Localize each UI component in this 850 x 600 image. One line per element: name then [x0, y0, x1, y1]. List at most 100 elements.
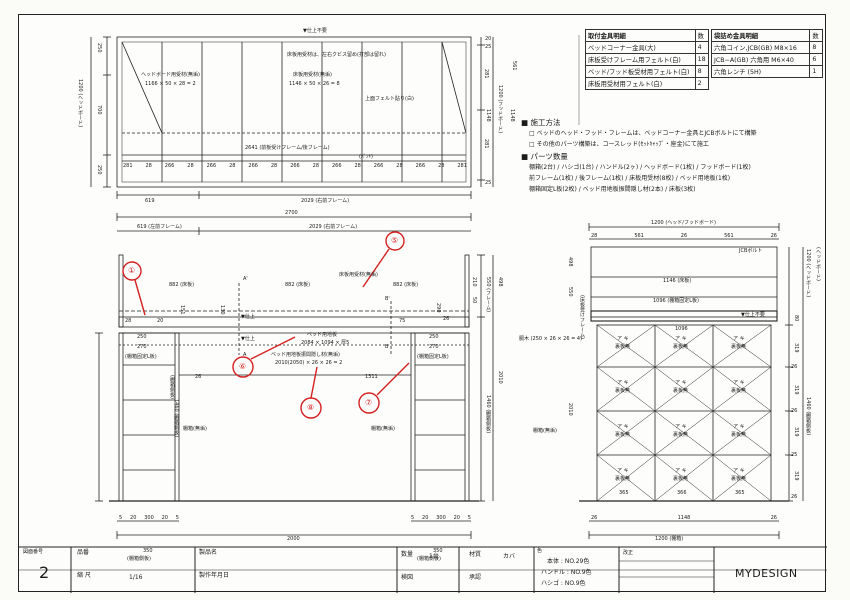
date-label: 製作年月日	[199, 572, 230, 579]
color-line: 本体 : NO.29色	[547, 558, 590, 565]
cell-label: ア キ	[617, 380, 629, 386]
parts-table-title: 取付金具明細	[585, 29, 696, 42]
dim: 2000	[287, 536, 300, 542]
side-top-dim: 1200 (ヘッド/フッドボード)	[651, 220, 716, 226]
span-dim: 882 (床板)	[169, 282, 195, 288]
top-view-outline	[116, 36, 472, 188]
side-right-dim: 1200 (フッドボード)	[497, 85, 503, 134]
shelf-left-label: 棚箱(無垢)	[183, 426, 207, 432]
parts-line: 前フレーム(1枚) / 後フレーム(1枚) / 床板用受材(8枚) / ベッド用…	[529, 175, 731, 182]
drawing-sheet: 取付金具明細数 ベッドコーナー金具(大)4 床板受けフレーム用フェルト(白)18…	[18, 14, 827, 593]
side-left-dim: 1200 (ヘッドボード)	[77, 79, 83, 128]
side-right-dim: 25	[791, 452, 798, 458]
material-label: 材質	[469, 551, 482, 558]
notes-heading: ■ 施工方法	[521, 118, 561, 127]
span-dim: 882 (床板)	[285, 282, 311, 288]
title-block-lines	[19, 546, 827, 593]
bed-frame	[118, 316, 470, 328]
cell-label: ア キ	[617, 336, 629, 342]
head-receiver-size: 1166 × 50 × 28 = 2	[145, 81, 196, 87]
material-value: カバ	[503, 553, 516, 560]
front-floor-receiver: 床板用受材(無垢)	[339, 272, 378, 278]
bag-table-title: 袋詰め金具明細	[710, 29, 811, 42]
cell-label: 裏板無	[731, 476, 747, 482]
side-beam: 胴木 (250 × 26 × 26 = 4)	[519, 336, 583, 342]
side-d498: 498	[567, 257, 573, 267]
cell-label: ア キ	[733, 380, 745, 386]
cell-label: ア キ	[617, 424, 629, 430]
side-floor-receiver: (床板受けフレーム)	[579, 295, 585, 339]
cell-label: ア キ	[675, 380, 687, 386]
right-dim: 25	[485, 44, 492, 50]
cell-label: 裏板無	[673, 432, 689, 438]
dim: 250	[429, 334, 439, 340]
front-left-frame: 619 (左前フレーム)	[137, 224, 182, 230]
h-right2: 1148	[509, 109, 515, 122]
parts-heading: ■ パーツ数量	[521, 152, 568, 161]
parts-line: 棚箱固定L板(2枚) / ベッド用地板振間隠し材(2本) / 床板(3枚)	[529, 186, 696, 193]
front-total-dim: 2700	[285, 210, 298, 216]
side-shelf-grid	[596, 324, 772, 502]
approve-label: 承認	[469, 574, 482, 581]
dim: 210	[471, 277, 477, 287]
table-row: 六角レンチ (5H)1	[710, 65, 823, 78]
right-dim: 25	[485, 180, 492, 186]
side-right-dim: 319	[793, 427, 799, 437]
cell-label: 裏板無	[615, 432, 631, 438]
side-shelf: 棚箱(無垢)	[533, 428, 557, 434]
dim: 2010	[497, 371, 503, 384]
side-d2010: 2010	[567, 403, 573, 416]
product-label: 製品名	[199, 549, 218, 556]
parts-table: 取付金具明細数 ベッドコーナー金具(大)4 床板受けフレーム用フェルト(白)18…	[585, 29, 710, 90]
cell-label: ア キ	[733, 424, 745, 430]
h-right: 1148	[485, 109, 491, 122]
left-dim: 700	[96, 105, 102, 115]
annotation-8: ⑧	[307, 403, 315, 412]
side-right-label: (ヘッドボード)	[815, 247, 821, 281]
side-floor-dim: 1146 (床板)	[663, 278, 692, 284]
annotation-5: ⑤	[391, 236, 399, 245]
cell-label: 裏板無	[673, 388, 689, 394]
right-dim: 561	[511, 61, 517, 71]
annotation-6: ⑥	[239, 362, 247, 371]
head-board	[590, 246, 778, 318]
qty-label: 数量	[401, 551, 414, 558]
bed-board-label: ベッド用地板	[307, 332, 338, 338]
right-dim: 281	[483, 139, 489, 149]
side-finish: ▼仕上不要	[741, 312, 765, 318]
color-line: ハシゴ : NO.9色	[541, 580, 586, 587]
shelf-side-label: (棚箱側板)	[169, 375, 175, 399]
dim: 250	[137, 334, 147, 340]
dim: 1311	[365, 374, 378, 380]
dim: 1460 (棚箱側板)	[173, 399, 179, 438]
dim: 75	[399, 318, 406, 324]
finish-mark: ▼仕上	[241, 314, 255, 320]
bottom-sub-left: (棚箱側板)	[127, 556, 151, 562]
cell-label: ア キ	[733, 468, 745, 474]
dim: 270	[137, 344, 147, 350]
l-plate-right: (棚箱固定L板)	[417, 354, 449, 360]
inspect-label: 検図	[401, 574, 414, 581]
head-receiver-label: ヘッドボード用受材(無垢)	[141, 72, 200, 78]
dim: 350	[433, 548, 443, 554]
frame-total: 2641 (前板受けフレーム/後フレーム)	[245, 145, 330, 151]
note-item: □ その他のパーツ構築は、コースレッド(ｾｯﾄｷｬｯﾌﾟ・座金)にて施工	[529, 141, 709, 148]
floor-receiver-note: 床板用受材は、左右クビス留め(打部は留れ)	[287, 52, 386, 58]
table-row: 床板受けフレーム用フェルト(白)18	[585, 53, 710, 66]
side-bottom-total: 1200 (棚箱)	[655, 536, 684, 542]
red-annotations	[122, 231, 410, 419]
right-dim: 281	[483, 69, 489, 79]
side-right-dim: 319	[793, 385, 799, 395]
mark-a: A	[243, 352, 247, 358]
dim: 28	[125, 318, 132, 324]
shelf-right-label: 棚箱(無垢)	[371, 426, 395, 432]
cells-top-dim: 1096	[675, 326, 688, 332]
bed-board-size: 2084 × 1094 × 厚5	[301, 340, 350, 346]
dim: 26	[443, 316, 450, 322]
dim: 550 (フレーム)	[485, 277, 491, 313]
company-name: MYDESIGN	[735, 567, 798, 580]
parts-line: 棚箱(2台) / ハシゴ(1台) / ハンドル(2ヶ) / ヘッドボード(1枚)…	[529, 164, 751, 171]
cell-label: ア キ	[675, 468, 687, 474]
